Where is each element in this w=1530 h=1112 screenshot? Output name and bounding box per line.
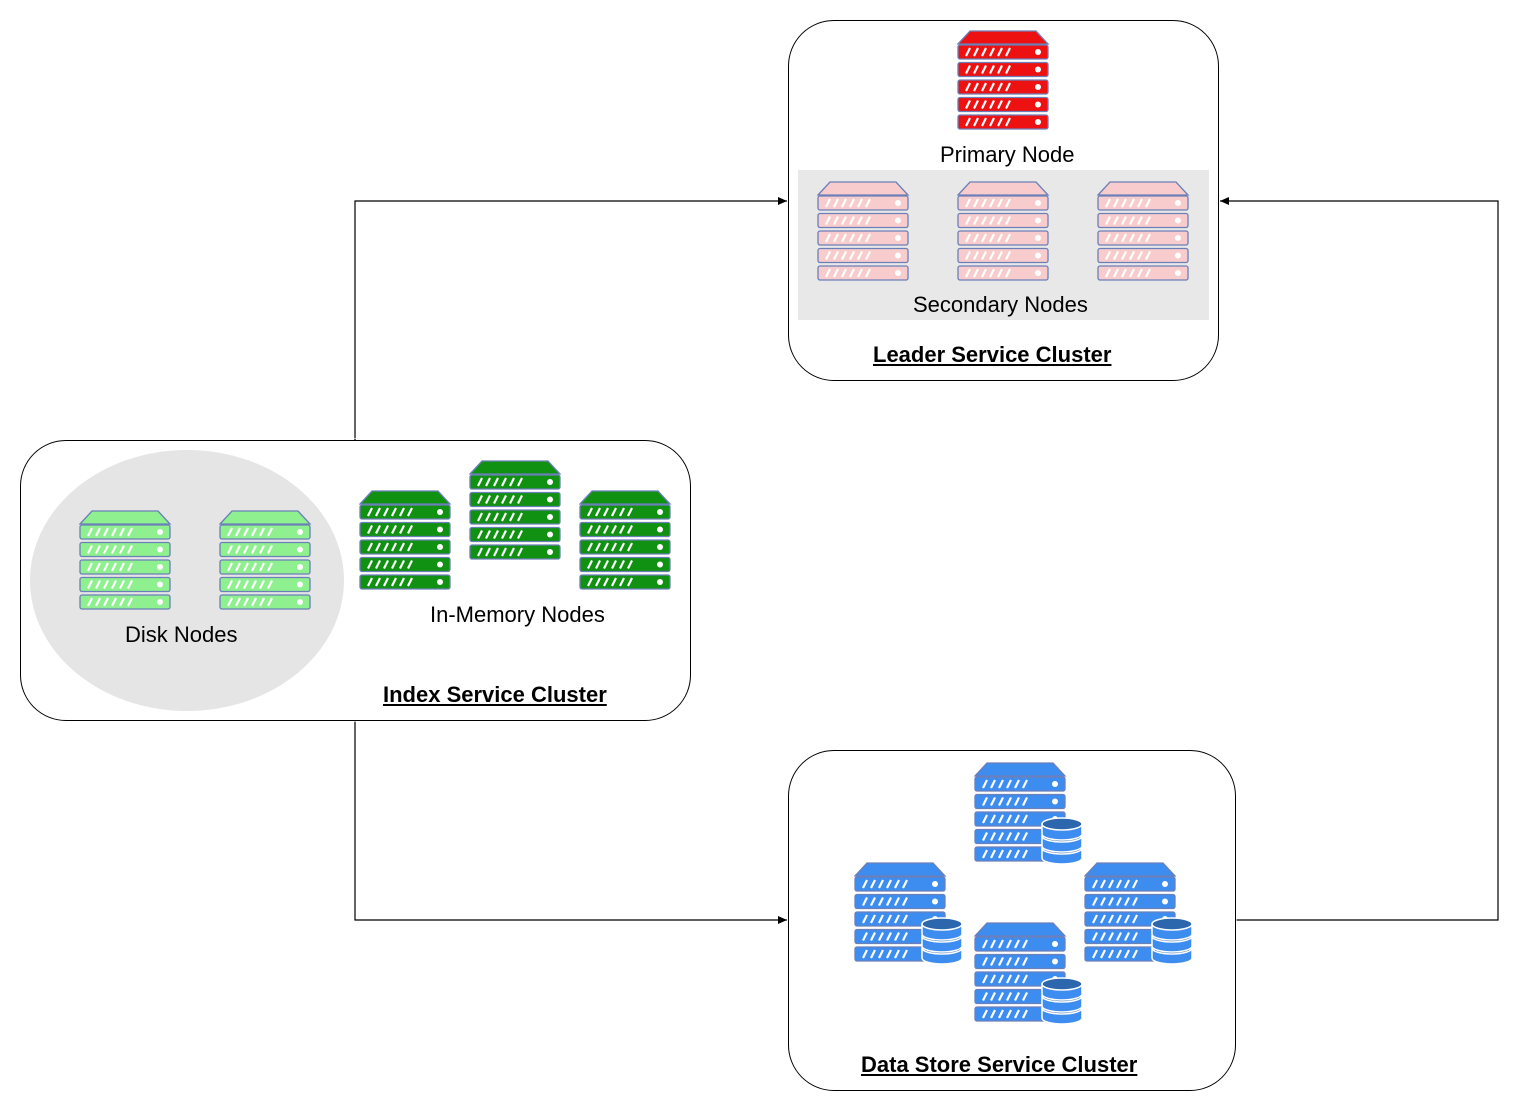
in-memory-node-server-icon <box>578 490 673 597</box>
connector-index-leader <box>351 197 787 447</box>
data-store-node-icon <box>973 762 1084 875</box>
secondary-nodes-label: Secondary Nodes <box>913 292 1088 317</box>
primary-node-server-icon <box>956 30 1051 137</box>
disk-node-server-icon <box>218 510 313 617</box>
connector-datastore-leader <box>1220 197 1499 924</box>
data-store-cluster-title: Data Store Service Cluster <box>861 1052 1138 1077</box>
secondary-node-server-icon <box>816 181 911 288</box>
disk-nodes-label: Disk Nodes <box>125 622 238 647</box>
data-store-node-icon <box>973 922 1084 1035</box>
index-cluster-title: Index Service Cluster <box>383 682 607 707</box>
primary-node-label: Primary Node <box>940 142 1075 167</box>
secondary-node-server-icon <box>956 181 1051 288</box>
data-store-node-icon <box>1083 862 1194 975</box>
connector-index-datastore <box>351 713 787 924</box>
disk-node-server-icon <box>78 510 173 617</box>
data-store-node-icon <box>853 862 964 975</box>
in-memory-node-server-icon <box>468 460 563 567</box>
secondary-node-server-icon <box>1096 181 1191 288</box>
in-memory-nodes-label: In-Memory Nodes <box>430 602 605 627</box>
in-memory-node-server-icon <box>358 490 453 597</box>
leader-cluster-title: Leader Service Cluster <box>873 342 1112 367</box>
